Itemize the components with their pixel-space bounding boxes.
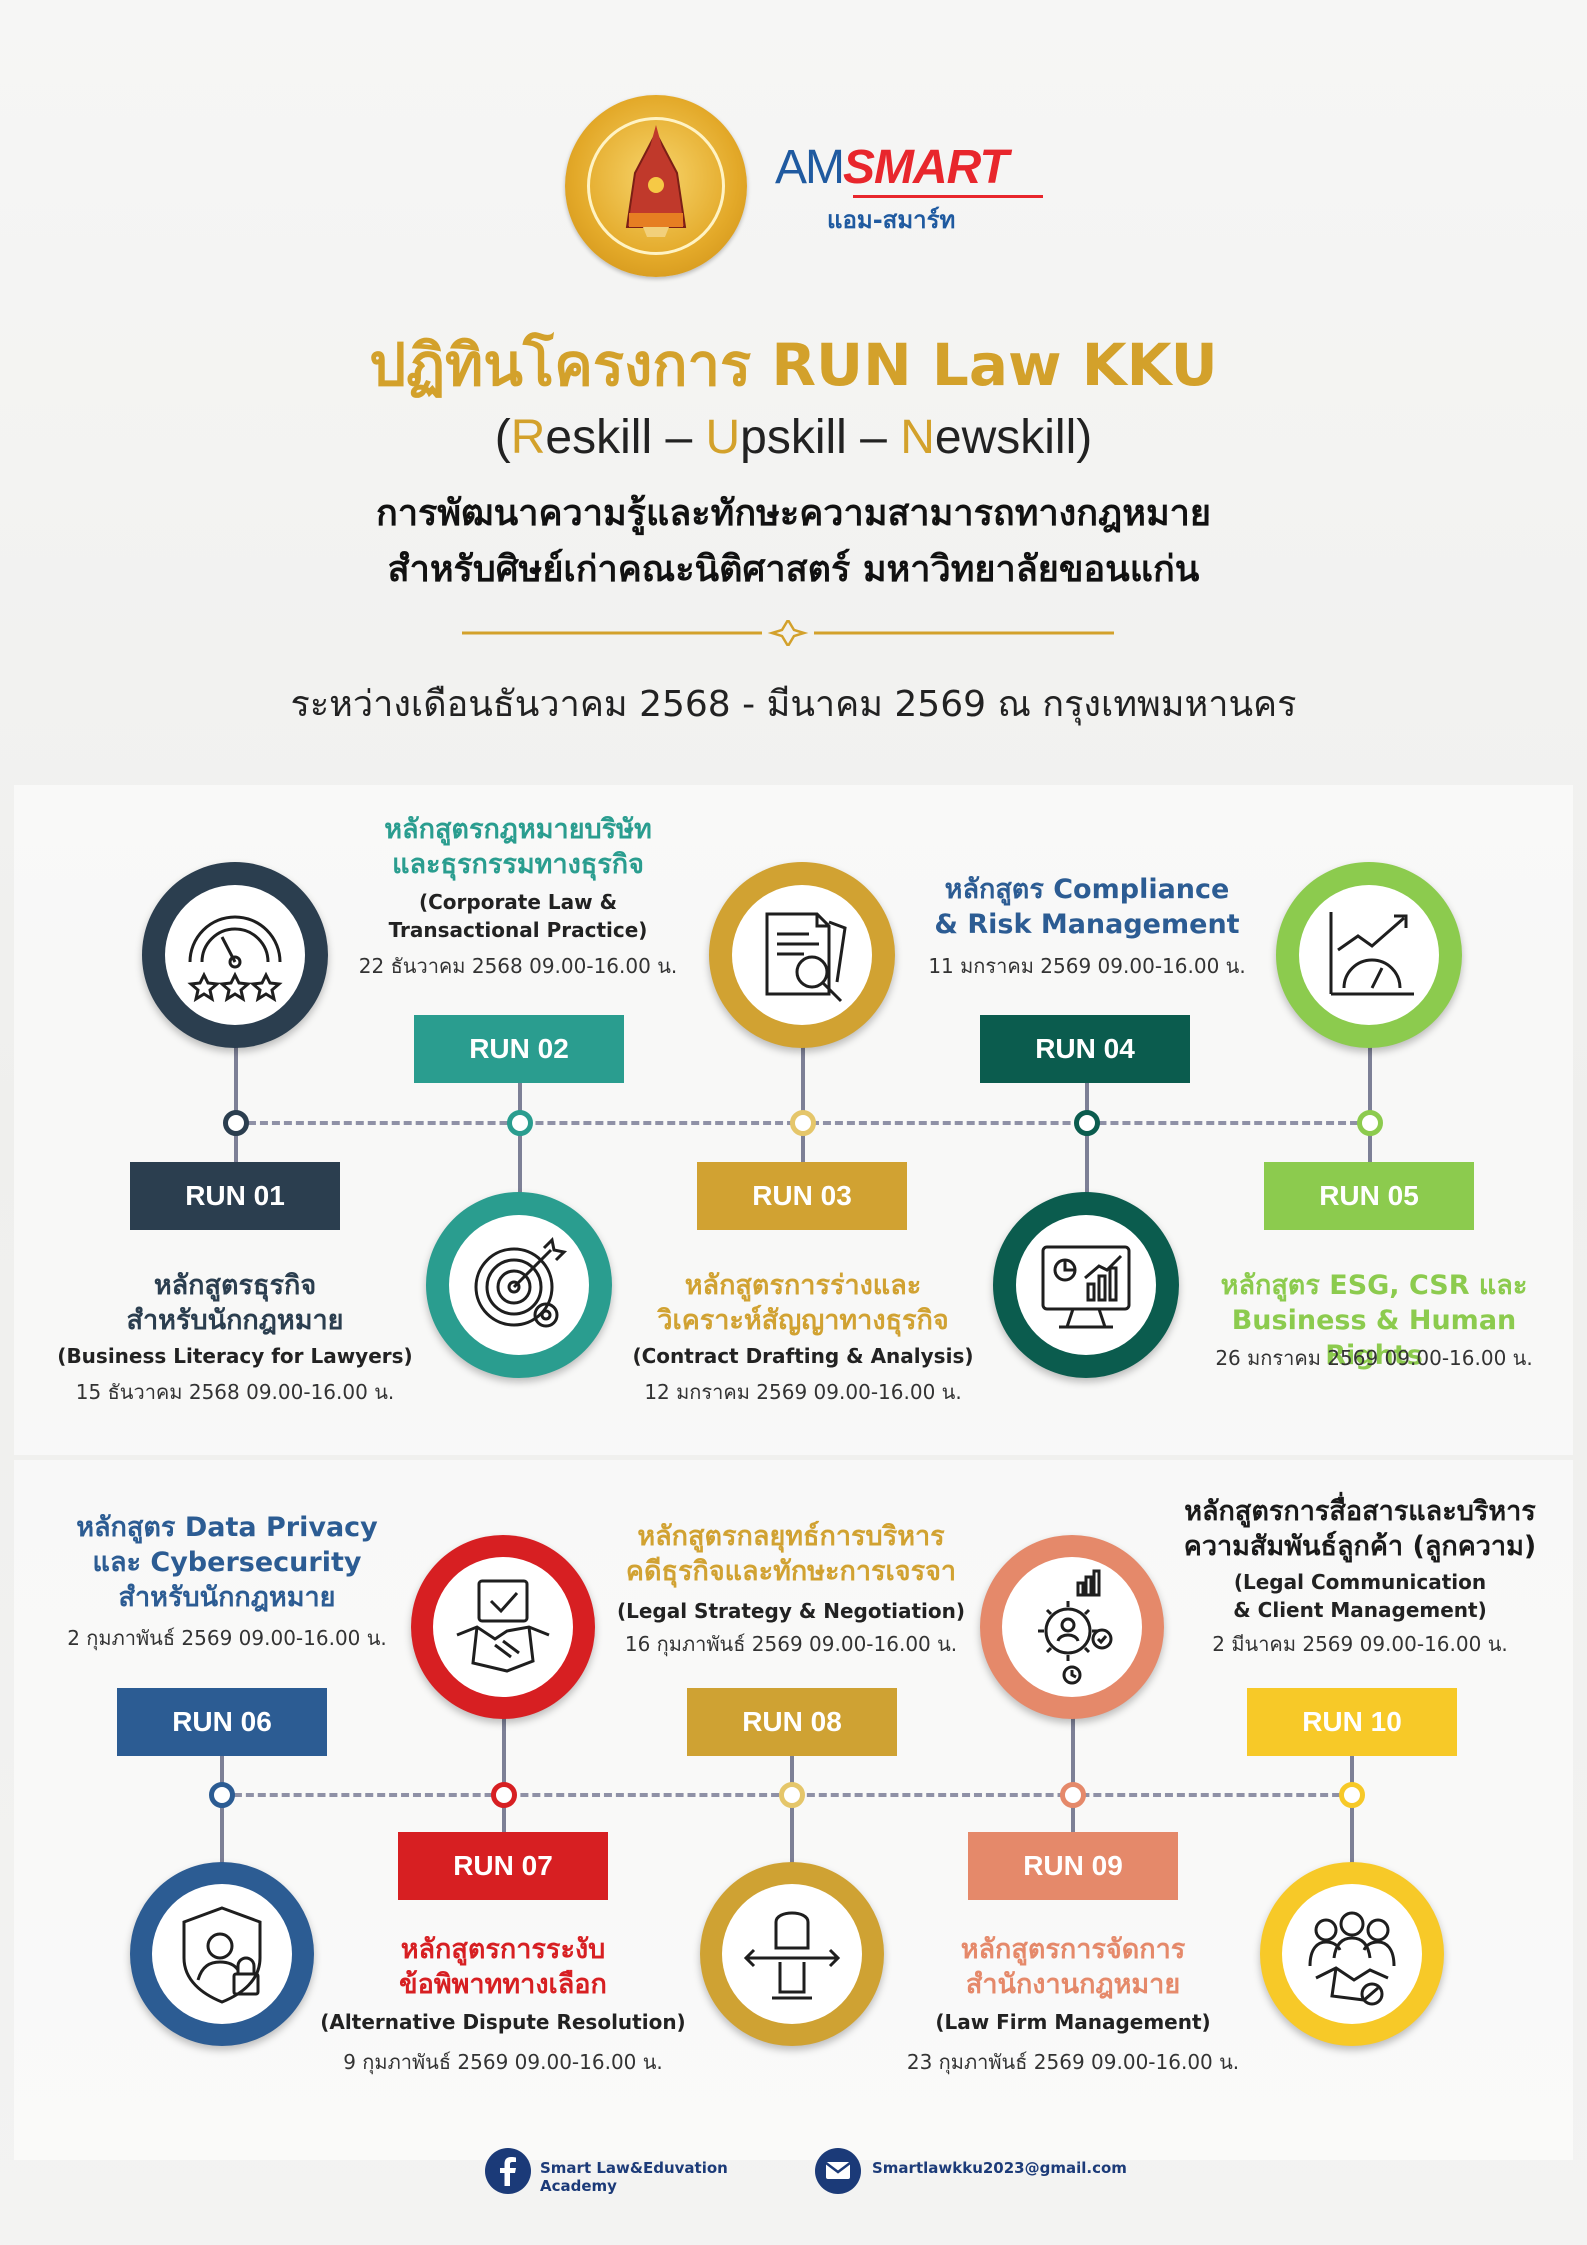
management-gear-icon — [1038, 1569, 1113, 1685]
email-link[interactable]: Smartlawkku2023@gmail.com — [872, 2159, 1127, 2177]
run-08-title: หลักสูตรกลยุทธ์การบริหารคดีธุรกิจและทักษ… — [625, 1521, 957, 1587]
run-08-label: RUN 08 — [687, 1688, 897, 1756]
run-07-title: หลักสูตรการระงับข้อพิพาททางเลือก — [399, 1934, 607, 2000]
run-07-icon-circle — [411, 1535, 595, 1719]
run-10-date: 2 มีนาคม 2569 09.00-16.00 น. — [1212, 1632, 1508, 1656]
run-02-subtitle: (Corporate Law &Transactional Practice) — [388, 890, 648, 942]
target-gear-icon — [474, 1236, 568, 1328]
user-shield-icon — [182, 1906, 262, 2004]
run-09-title: หลักสูตรการจัดการสำนักงานกฎหมาย — [960, 1934, 1186, 2000]
brand-smart: SMART — [843, 141, 1009, 194]
run-05-label: RUN 05 — [1264, 1162, 1474, 1230]
run-01-subtitle: (Business Literacy for Lawyers) — [57, 1344, 413, 1368]
run-06-date: 2 กุมภาพันธ์ 2569 09.00-16.00 น. — [67, 1626, 387, 1650]
brand-am: AM — [775, 141, 845, 194]
facebook-link[interactable]: Smart Law&Eduvation Academy — [540, 2159, 728, 2195]
run-09-icon-circle — [980, 1535, 1164, 1719]
email-icon[interactable] — [815, 2148, 861, 2194]
run-01-title: หลักสูตรธุรกิจสำหรับนักกฎหมาย — [126, 1270, 344, 1336]
run-04-icon-circle — [993, 1192, 1179, 1378]
run-04-date: 11 มกราคม 2569 09.00-16.00 น. — [928, 954, 1246, 978]
run-01-date: 15 ธันวาคม 2568 09.00-16.00 น. — [75, 1380, 395, 1404]
description-line-2: สำหรับศิษย์เก่าคณะนิติศาสตร์ มหาวิทยาลัย… — [387, 549, 1200, 590]
growth-gauge-icon — [1329, 912, 1414, 996]
run-06-icon-circle — [130, 1862, 314, 2046]
run-09-subtitle: (Law Firm Management) — [935, 2010, 1211, 2034]
gauge-stars-icon — [187, 915, 283, 1003]
run-03-icon-circle — [709, 862, 895, 1048]
document-search-icon — [765, 912, 847, 1003]
faculty-seal-logo — [565, 95, 747, 277]
run-05-date: 26 มกราคม 2569 09.00-16.00 น. — [1215, 1346, 1533, 1370]
run-02-title: หลักสูตรกฎหมายบริษัทและธุรกรรมทางธุรกิจ — [384, 814, 652, 880]
brand-subtitle: แอม-สมาร์ท — [827, 206, 956, 234]
run-10-subtitle: (Legal Communication& Client Management) — [1233, 1570, 1487, 1622]
run-09-date: 23 กุมภาพันธ์ 2569 09.00-16.00 น. — [906, 2050, 1240, 2074]
strategy-arrows-icon — [743, 1911, 841, 2000]
ornament-divider — [462, 620, 1114, 646]
run-01-label: RUN 01 — [130, 1162, 340, 1230]
run-02-label: RUN 02 — [414, 1015, 624, 1083]
run-08-icon-circle — [700, 1862, 884, 2046]
run-03-label: RUN 03 — [697, 1162, 907, 1230]
run-03-subtitle: (Contract Drafting & Analysis) — [632, 1344, 974, 1368]
run-04-title: หลักสูตร Compliance& Risk Management — [934, 874, 1240, 940]
run-05-icon-circle — [1276, 862, 1462, 1048]
monitor-chart-icon — [1041, 1245, 1131, 1329]
date-range: ระหว่างเดือนธันวาคม 2568 - มีนาคม 2569 ณ… — [290, 684, 1297, 725]
page-subtitle: (Reskill – Upskill – Newskill) — [494, 411, 1093, 464]
run-03-date: 12 มกราคม 2569 09.00-16.00 น. — [644, 1380, 962, 1404]
facebook-icon[interactable] — [485, 2148, 531, 2194]
run-07-label: RUN 07 — [398, 1832, 608, 1900]
run-08-date: 16 กุมภาพันธ์ 2569 09.00-16.00 น. — [624, 1632, 958, 1656]
handshake-icon — [456, 1579, 550, 1673]
run-06-label: RUN 06 — [117, 1688, 327, 1756]
run-02-date: 22 ธันวาคม 2568 09.00-16.00 น. — [358, 954, 678, 978]
run-09-label: RUN 09 — [968, 1832, 1178, 1900]
run-02-icon-circle — [426, 1192, 612, 1378]
page-title: ปฏิทินโครงการ RUN Law KKU — [369, 331, 1218, 399]
run-03-title: หลักสูตรการร่างและวิเคราะห์สัญญาทางธุรกิ… — [657, 1270, 949, 1336]
run-10-title: หลักสูตรการสื่อสารและบริหารความสัมพันธ์ล… — [1183, 1496, 1537, 1562]
run-10-icon-circle — [1260, 1862, 1444, 2046]
run-08-subtitle: (Legal Strategy & Negotiation) — [616, 1599, 966, 1623]
footer: Smart Law&Eduvation Academy Smartlawkku2… — [0, 2148, 1587, 2198]
run-07-date: 9 กุมภาพันธ์ 2569 09.00-16.00 น. — [343, 2050, 663, 2074]
run-10-label: RUN 10 — [1247, 1688, 1457, 1756]
description-line-1: การพัฒนาความรู้และทักษะความสามารถทางกฎหม… — [376, 493, 1211, 534]
run-07-subtitle: (Alternative Dispute Resolution) — [320, 2010, 686, 2034]
run-01-icon-circle — [142, 862, 328, 1048]
amsmart-logo: AMSMART แอม-สมาร์ท — [775, 140, 1045, 240]
client-team-icon — [1308, 1911, 1396, 2006]
run-04-label: RUN 04 — [980, 1015, 1190, 1083]
